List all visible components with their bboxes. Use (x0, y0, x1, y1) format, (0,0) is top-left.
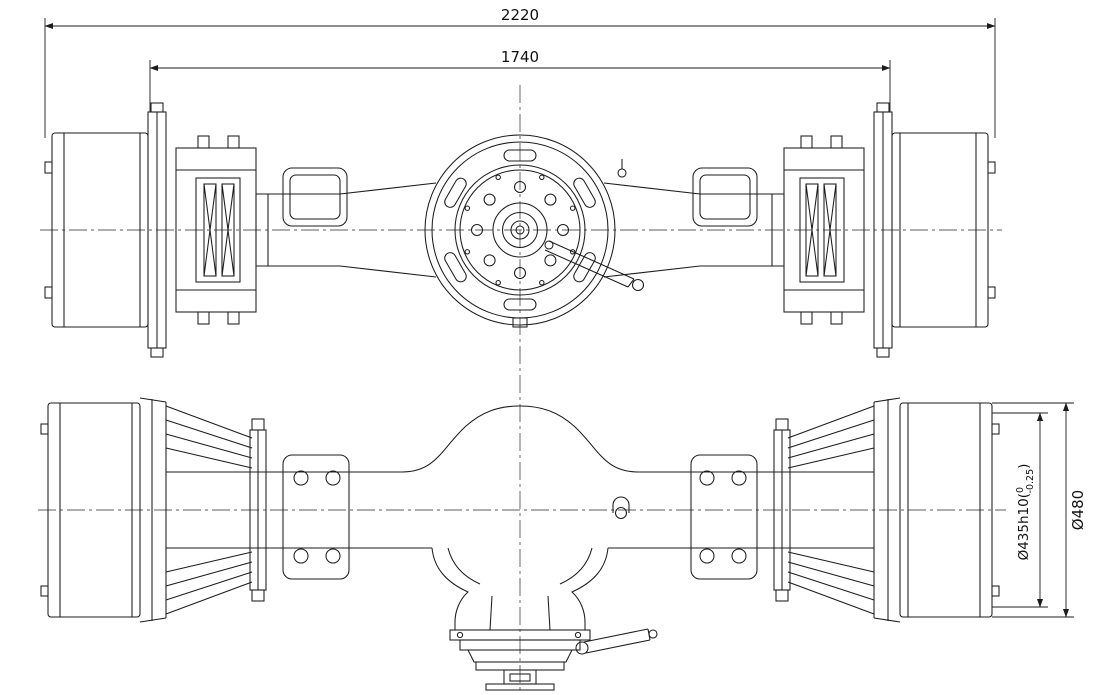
dimension-outer-diameter: Ø480 (992, 402, 1087, 618)
breather-vent (617, 159, 627, 178)
bottom-view (40, 397, 1000, 691)
centerlines (38, 85, 1006, 694)
top-view (44, 102, 996, 358)
dimension-flange-span: 1740 (149, 48, 891, 112)
shift-lever (575, 628, 658, 655)
shackle-bracket (612, 496, 630, 520)
drain-plug (512, 317, 528, 328)
input-flange-assembly (449, 629, 591, 691)
dimension-drum-diameter: Ø435h10(0-0.25) (992, 412, 1048, 608)
dim-overall-label: 2220 (501, 6, 539, 24)
dim-flange-span-label: 1740 (501, 48, 539, 66)
dim-outer-diameter-label: Ø480 (1069, 490, 1087, 530)
dimension-overall-width: 2220 (44, 6, 996, 138)
brake-cam-lever (544, 240, 645, 292)
dim-drum-diameter-label: Ø435h10(0-0.25) (1015, 464, 1036, 561)
